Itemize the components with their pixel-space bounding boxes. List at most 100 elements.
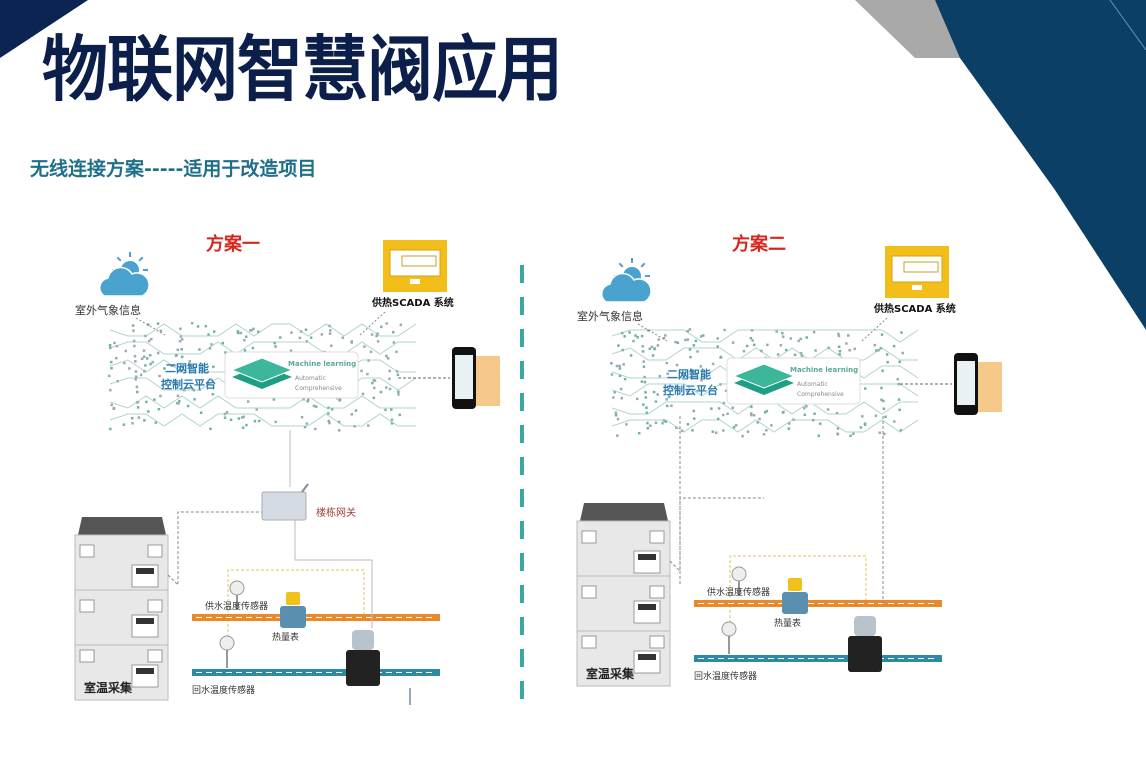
circuit-dot [366, 424, 370, 427]
circuit-dot [373, 386, 376, 390]
circuit-dot [654, 400, 658, 403]
circuit-dot [826, 408, 830, 411]
smart-valve-icon [346, 630, 380, 686]
heat-meter-label: 热量表 [774, 617, 801, 629]
circuit-dot [654, 421, 658, 424]
circuit-dot [371, 381, 374, 385]
circuit-dot [159, 329, 163, 333]
circuit-dot [838, 350, 842, 353]
circuit-dot [176, 348, 180, 352]
circuit-dot [645, 406, 648, 409]
gateway-label: 楼栋网关 [316, 506, 356, 519]
circuit-dot [330, 407, 334, 411]
platform-name-line2: 控制云平台 [161, 377, 216, 391]
circuit-dot [375, 334, 378, 338]
divider-dash [520, 649, 524, 667]
circuit-dot [115, 344, 119, 348]
circuit-dot [158, 374, 161, 378]
circuit-dot [689, 355, 692, 359]
circuit-dot [122, 423, 126, 426]
circuit-dot [154, 421, 158, 424]
circuit-dot [686, 423, 690, 426]
circuit-dot [350, 341, 353, 344]
circuit-dot [613, 390, 616, 394]
circuit-dot [208, 347, 212, 350]
circuit-dot [303, 425, 307, 429]
heat-meter-icon [280, 592, 306, 628]
circuit-dot [135, 385, 139, 389]
circuit-dot [143, 419, 146, 422]
circuit-dot [618, 367, 622, 370]
circuit-dot [257, 419, 261, 423]
circuit-dot [760, 349, 763, 353]
circuit-dot [731, 406, 734, 410]
scada-link [861, 317, 888, 342]
circuit-dot [273, 341, 276, 345]
circuit-dot [110, 403, 113, 407]
circuit-dot [249, 329, 252, 332]
return-sensor-label: 回水温度传感器 [192, 684, 255, 696]
circuit-dot [745, 344, 749, 348]
circuit-dot [198, 348, 201, 351]
circuit-line [109, 413, 416, 427]
circuit-dot [665, 361, 668, 365]
circuit-dot [253, 419, 257, 423]
circuit-dot [881, 369, 884, 372]
circuit-dot [899, 429, 903, 432]
circuit-line [611, 347, 918, 361]
circuit-dot [636, 336, 639, 339]
divider-dash [520, 265, 524, 283]
circuit-line [109, 323, 417, 337]
circuit-dot [147, 339, 151, 343]
layers-icon [230, 357, 294, 389]
circuit-dot [289, 349, 293, 352]
circuit-dot [836, 427, 840, 430]
circuit-dot [803, 413, 807, 417]
circuit-dot [211, 393, 215, 396]
circuit-dot [694, 339, 698, 343]
circuit-dot [623, 335, 626, 338]
circuit-dot [664, 420, 667, 423]
thermostat-display [136, 618, 154, 624]
divider-dash [520, 617, 524, 635]
circuit-dot [845, 342, 848, 345]
circuit-dot [131, 422, 134, 425]
circuit-dot [153, 398, 156, 401]
circuit-dot [686, 338, 690, 341]
window [649, 585, 665, 599]
phone-screen [455, 355, 473, 399]
building [74, 517, 169, 701]
circuit-dot [667, 395, 671, 399]
scada-label: 供热SCADA 系统 [873, 302, 956, 315]
circuit-dot [350, 413, 354, 416]
circuit-dot [137, 416, 141, 419]
circuit-dot [150, 337, 153, 341]
circuit-dot [186, 404, 190, 408]
circuit-dot [390, 408, 393, 411]
circuit-dot [225, 410, 229, 414]
circuit-dot [863, 387, 867, 390]
weather-label: 室外气象信息 [75, 303, 141, 317]
circuit-dot [616, 434, 619, 437]
circuit-dot [134, 370, 138, 373]
circuit-dot [892, 344, 896, 348]
circuit-dot [251, 346, 255, 350]
circuit-dot [243, 349, 247, 352]
circuit-dot [640, 334, 644, 338]
circuit-dot [179, 327, 182, 331]
cloud [99, 266, 150, 297]
window [147, 544, 163, 558]
phone-screen [957, 361, 975, 405]
window [79, 649, 95, 663]
circuit-dot [883, 432, 886, 436]
divider-dash [520, 457, 524, 475]
circuit-dot [212, 330, 216, 333]
circuit-dot [734, 424, 738, 427]
circuit-dot [614, 413, 618, 417]
circuit-dot [800, 354, 804, 358]
ml-label: Machine learning [790, 366, 858, 374]
circuit-dot [223, 416, 227, 419]
divider-dash [520, 553, 524, 571]
meter-body [280, 606, 306, 628]
